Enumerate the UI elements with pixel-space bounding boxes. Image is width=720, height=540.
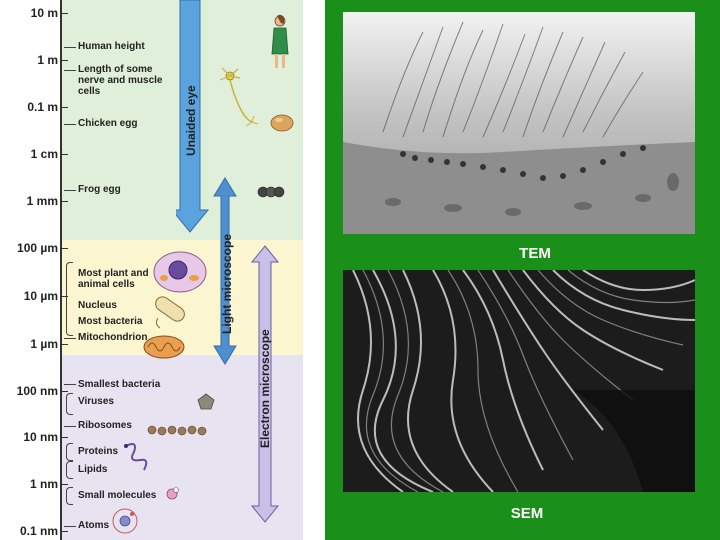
scale-label-1cm: 1 cm (30, 147, 58, 161)
tem-label: TEM (519, 245, 551, 262)
sem-micrograph (343, 270, 695, 492)
atom-icon (112, 508, 138, 534)
scale-ruler (60, 0, 62, 540)
brace-viruses (66, 393, 73, 415)
unaided-eye-arrow (176, 0, 210, 233)
scale-tick (60, 296, 68, 297)
label-plant-animal-cells: Most plant and animal cells (78, 268, 149, 290)
scale-tick (60, 201, 68, 202)
label-viruses: Viruses (78, 396, 114, 407)
brace-cells (66, 262, 73, 336)
scale-label-0.1nm: 0.1 nm (19, 524, 58, 538)
annotation-line (64, 190, 76, 191)
scale-tick (60, 13, 68, 14)
scale-tick (60, 531, 68, 532)
scale-tick (60, 107, 68, 108)
scale-tick (60, 248, 68, 249)
scale-label-100um: 100 µm (17, 241, 58, 255)
annotation-line (64, 47, 76, 48)
label-light-microscope: Light microscope (220, 233, 234, 334)
bacteria-icon (155, 296, 185, 329)
sem-label: SEM (510, 505, 544, 522)
scale-tick (60, 154, 68, 155)
scale-label-10m: 10 m (30, 6, 58, 20)
brace-proteins (66, 443, 73, 461)
label-lipids: Lipids (78, 464, 108, 475)
annotation-line (64, 338, 76, 339)
label-small-molecules: Small molecules (78, 490, 157, 501)
scale-tick (60, 60, 68, 61)
label-unaided-eye: Unaided eye (184, 85, 198, 156)
size-scale-diagram: 10 m 1 m 0.1 m 1 cm 1 mm 100 µm 10 µm 1 … (0, 0, 325, 540)
label-mitochondrion: Mitochondrion (78, 332, 148, 343)
scale-tick (60, 484, 68, 485)
light-microscope-arrow (213, 177, 237, 365)
scale-tick (60, 344, 68, 345)
label-chicken-egg: Chicken egg (78, 118, 138, 129)
nerve-cell-icon (219, 67, 259, 127)
chicken-egg-icon (270, 114, 294, 132)
scale-label-1nm: 1 nm (29, 477, 58, 491)
electron-microscope-arrow (250, 245, 280, 523)
label-smallest-bacteria: Smallest bacteria (78, 379, 161, 390)
frog-egg-icon (257, 186, 285, 198)
protein-icon (124, 443, 148, 471)
animal-cell-icon (153, 251, 207, 293)
scale-label-0.1m: 0.1 m (27, 100, 58, 114)
label-nucleus: Nucleus (78, 300, 117, 311)
brace-lipids (66, 461, 73, 479)
scale-label-1um: 1 µm (30, 337, 58, 351)
ribosome-icon (147, 425, 207, 436)
scale-label-10um: 10 µm (23, 289, 58, 303)
scale-label-100nm: 100 nm (16, 384, 58, 398)
label-human-height: Human height (78, 41, 145, 52)
brace-small-molecules (66, 487, 73, 505)
range-arrows (176, 0, 280, 523)
human-figure-icon (271, 14, 289, 68)
scale-label-1m: 1 m (37, 53, 58, 67)
label-most-bacteria: Most bacteria (78, 316, 143, 327)
scale-label-1mm: 1 mm (26, 194, 58, 208)
label-atoms: Atoms (78, 520, 110, 531)
scale-tick (60, 391, 68, 392)
label-nerve-cells: Length of some nerve and muscle cells (78, 64, 163, 97)
small-molecule-icon (166, 487, 179, 500)
annotation-line (64, 124, 76, 125)
annotation-line (64, 384, 76, 385)
annotation-line (64, 70, 76, 71)
label-electron-microscope: Electron microscope (258, 329, 272, 448)
scale-label-10nm: 10 nm (23, 430, 58, 444)
virus-icon (197, 393, 215, 410)
label-proteins: Proteins (78, 446, 119, 457)
tem-micrograph (343, 12, 695, 234)
annotation-line (64, 526, 76, 527)
label-ribosomes: Ribosomes (78, 420, 132, 431)
label-frog-egg: Frog egg (78, 184, 121, 195)
annotation-line (64, 426, 76, 427)
scale-tick (60, 437, 68, 438)
mitochondrion-icon (143, 335, 185, 359)
